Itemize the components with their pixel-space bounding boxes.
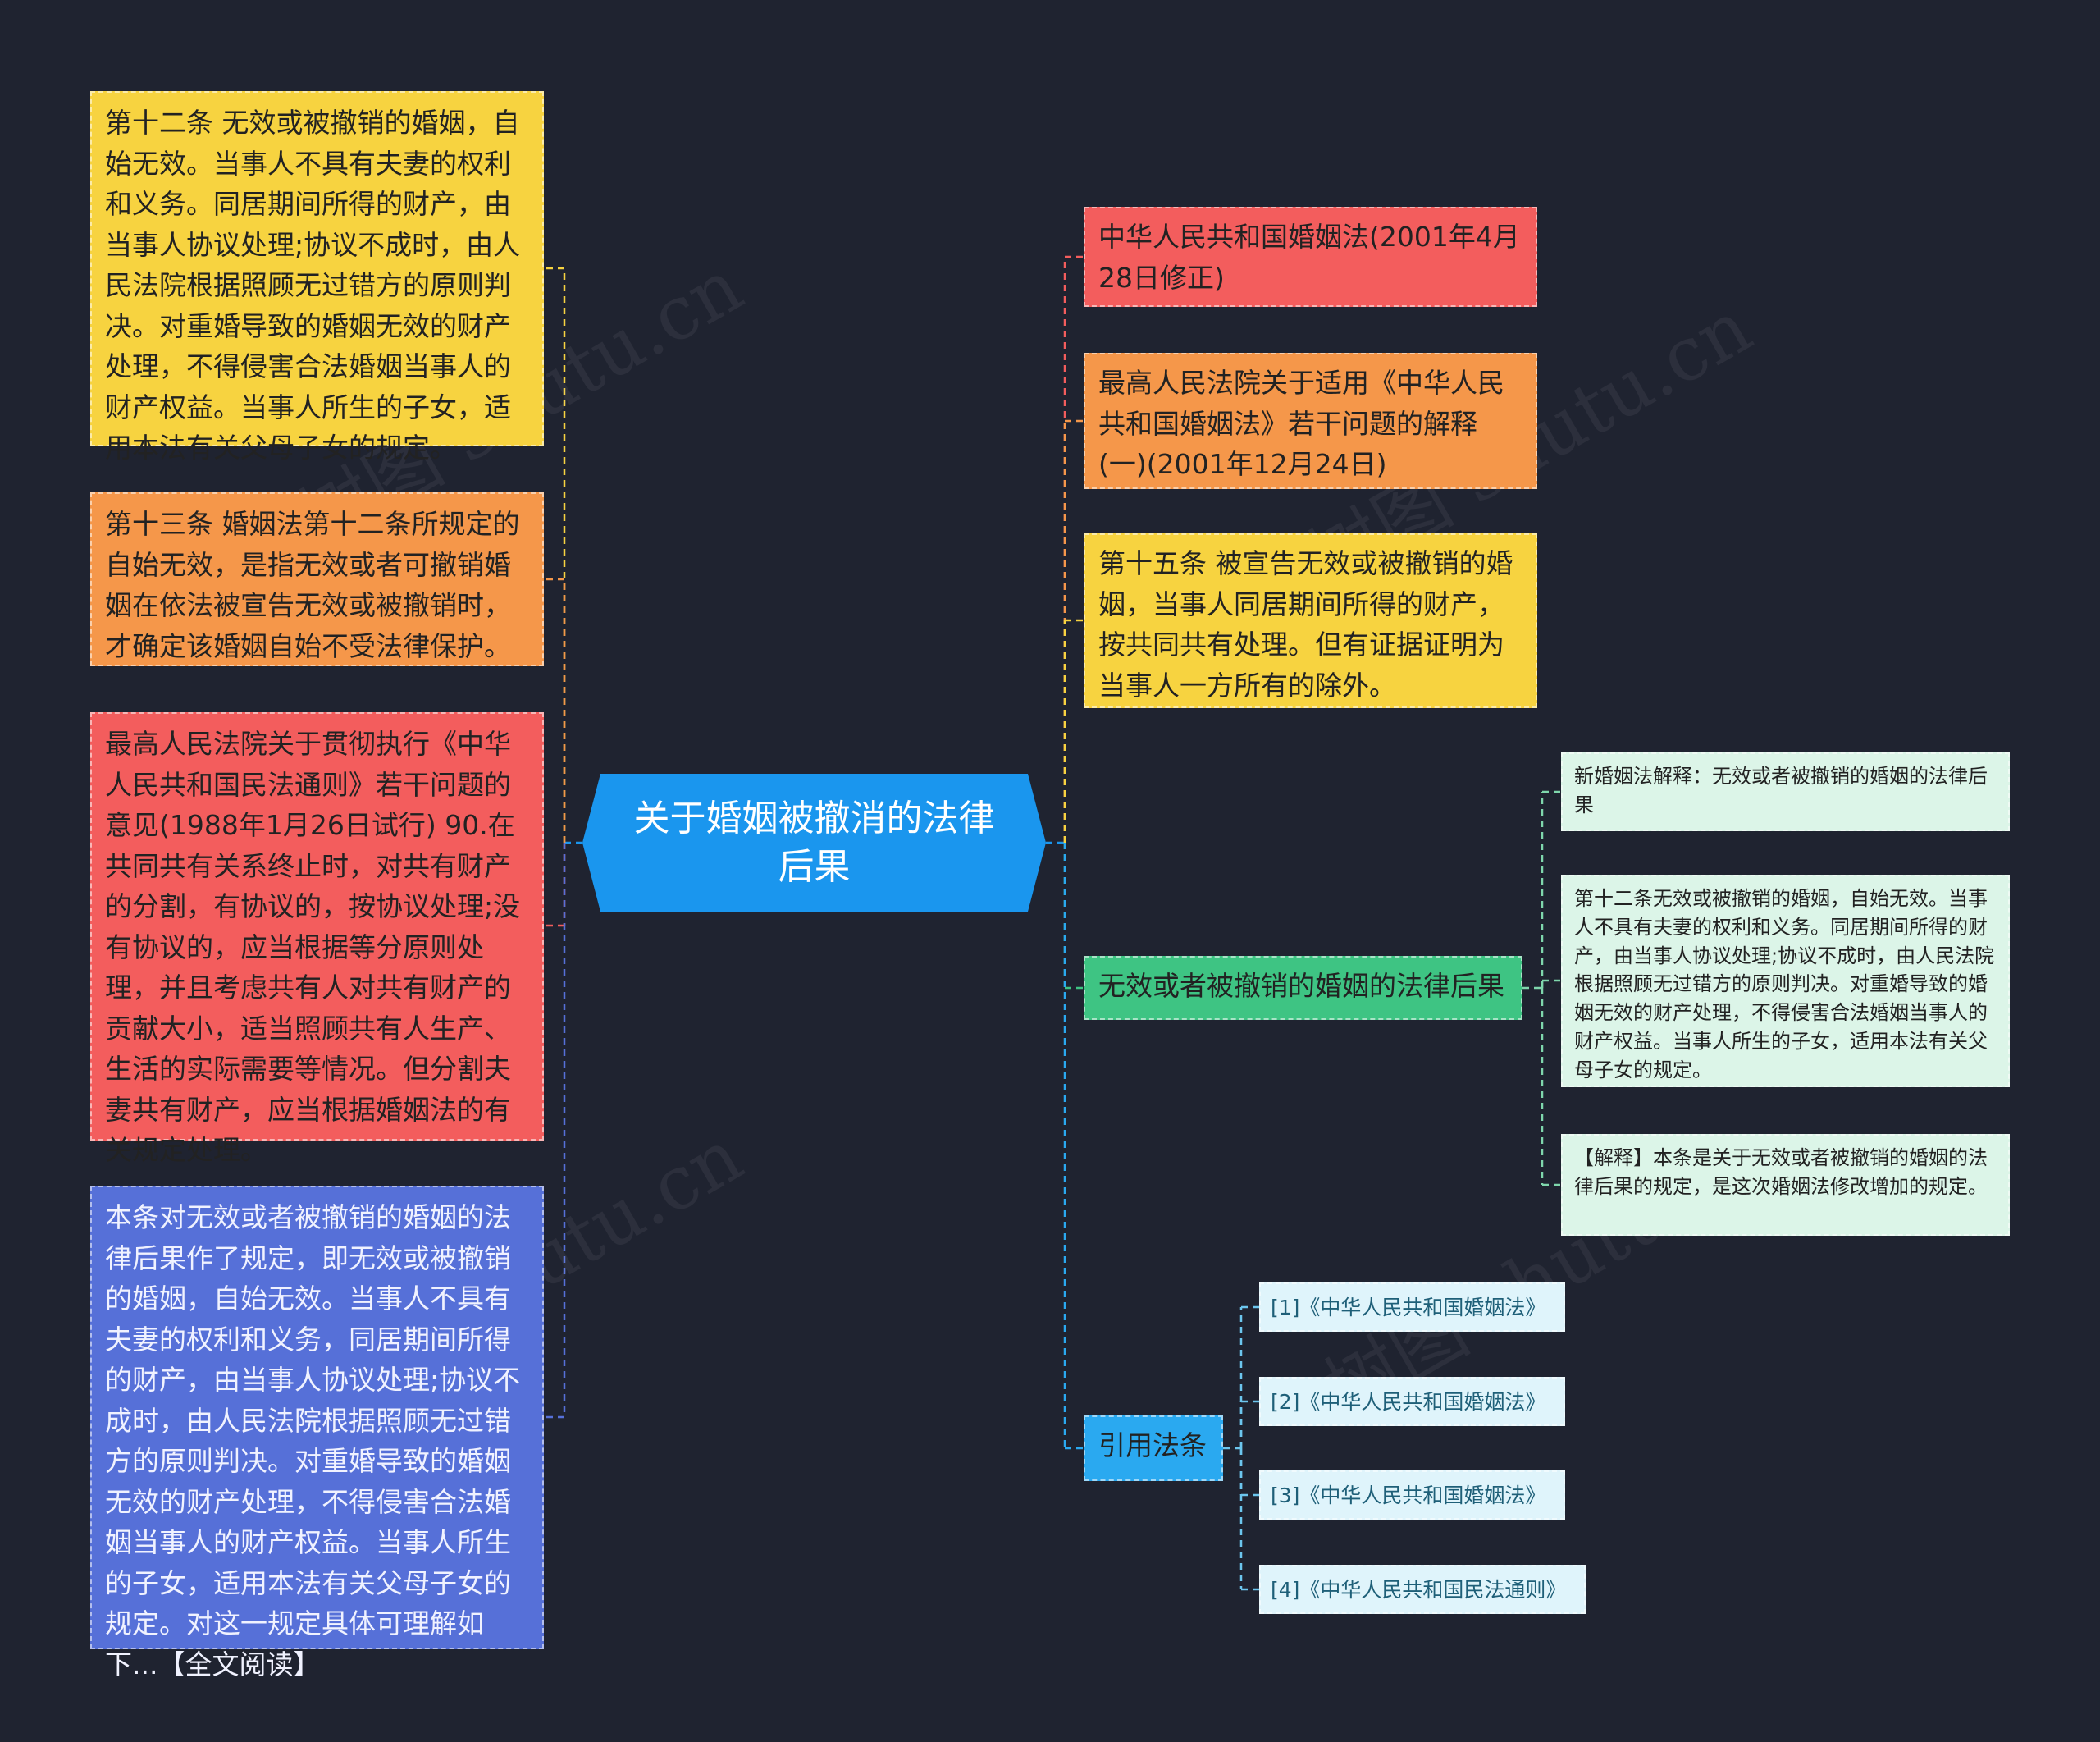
right-node-marriage-law[interactable]: 中华人民共和国婚姻法(2001年4月28日修正)	[1084, 207, 1537, 307]
effect-child-text: 新婚姻法解释：无效或者被撤销的婚姻的法律后果	[1574, 765, 1988, 816]
central-topic-shape	[582, 774, 1046, 912]
citation-item-1[interactable]: [1]《中华人民共和国婚姻法》	[1259, 1282, 1565, 1332]
left-node-text: 第十二条 无效或被撤销的婚姻，自始无效。当事人不具有夫妻的权利和义务。同居期间所…	[105, 107, 521, 464]
citation-item-4[interactable]: [4]《中华人民共和国民法通则》	[1259, 1565, 1586, 1614]
citation-item-2[interactable]: [2]《中华人民共和国婚姻法》	[1259, 1377, 1565, 1426]
left-node-article-12[interactable]: 第十二条 无效或被撤销的婚姻，自始无效。当事人不具有夫妻的权利和义务。同居期间所…	[90, 91, 544, 464]
citation-item-text: [3]《中华人民共和国婚姻法》	[1271, 1484, 1546, 1507]
right-node-text: 第十五条 被宣告无效或被撤销的婚姻，当事人同居期间所得的财产，按共同共有处理。但…	[1098, 547, 1513, 702]
right-node-text: 最高人民法院关于适用《中华人民共和国婚姻法》若干问题的解释(一)(2001年12…	[1098, 367, 1504, 480]
effect-child-text: 【解释】本条是关于无效或者被撤销的婚姻的法律后果的规定，是这次婚姻法修改增加的规…	[1574, 1146, 1988, 1198]
central-topic-label: 关于婚姻被撤消的法律后果	[633, 797, 995, 888]
citation-item-text: [2]《中华人民共和国婚姻法》	[1271, 1390, 1546, 1414]
citation-item-text: [4]《中华人民共和国民法通则》	[1271, 1578, 1567, 1602]
central-topic[interactable]: 关于婚姻被撤消的法律后果	[582, 774, 1046, 912]
right-node-judicial-interpretation[interactable]: 最高人民法院关于适用《中华人民共和国婚姻法》若干问题的解释(一)(2001年12…	[1084, 353, 1537, 489]
citation-node[interactable]: 引用法条	[1084, 1415, 1223, 1481]
citation-node-label: 引用法条	[1098, 1429, 1207, 1461]
right-node-text: 中华人民共和国婚姻法(2001年4月28日修正)	[1098, 221, 1520, 294]
effect-child-explanation[interactable]: 【解释】本条是关于无效或者被撤销的婚姻的法律后果的规定，是这次婚姻法修改增加的规…	[1561, 1134, 2010, 1236]
left-node-text: 本条对无效或者被撤销的婚姻的法律后果作了规定，即无效或被撤销的婚姻，自始无效。当…	[105, 1201, 521, 1680]
effect-node[interactable]: 无效或者被撤销的婚姻的法律后果	[1084, 956, 1522, 1020]
left-node-text: 第十三条 婚姻法第十二条所规定的自始无效，是指无效或者可撤销婚姻在依法被宣告无效…	[105, 508, 520, 662]
citation-item-3[interactable]: [3]《中华人民共和国婚姻法》	[1259, 1470, 1565, 1520]
effect-child-title[interactable]: 新婚姻法解释：无效或者被撤销的婚姻的法律后果	[1561, 752, 2010, 831]
effect-child-text: 第十二条无效或被撤销的婚姻，自始无效。当事人不具有夫妻的权利和义务。同居期间所得…	[1574, 887, 1995, 1081]
effect-child-article-12[interactable]: 第十二条无效或被撤销的婚姻，自始无效。当事人不具有夫妻的权利和义务。同居期间所得…	[1561, 875, 2010, 1087]
right-node-article-15[interactable]: 第十五条 被宣告无效或被撤销的婚姻，当事人同居期间所得的财产，按共同共有处理。但…	[1084, 533, 1537, 708]
citation-item-text: [1]《中华人民共和国婚姻法》	[1271, 1296, 1546, 1319]
left-node-text: 最高人民法院关于贯彻执行《中华人民共和国民法通则》若干问题的意见(1988年1月…	[105, 728, 521, 1166]
left-node-civil-law-opinion[interactable]: 最高人民法院关于贯彻执行《中华人民共和国民法通则》若干问题的意见(1988年1月…	[90, 712, 544, 1166]
effect-node-label: 无效或者被撤销的婚姻的法律后果	[1098, 970, 1504, 1002]
left-node-article-13[interactable]: 第十三条 婚姻法第十二条所规定的自始无效，是指无效或者可撤销婚姻在依法被宣告无效…	[90, 492, 544, 666]
left-node-interpretation[interactable]: 本条对无效或者被撤销的婚姻的法律后果作了规定，即无效或被撤销的婚姻，自始无效。当…	[90, 1186, 544, 1680]
